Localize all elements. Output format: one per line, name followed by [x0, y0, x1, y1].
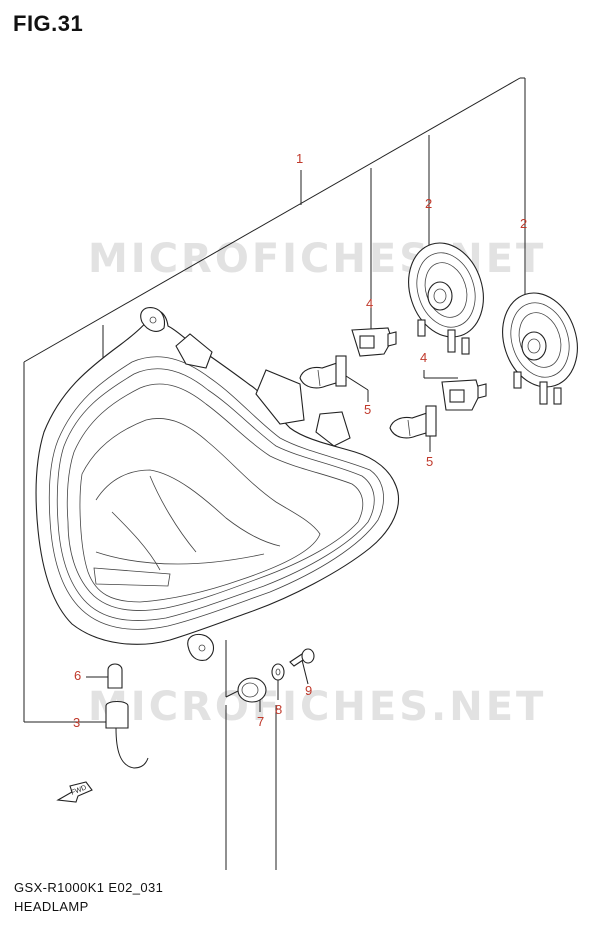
bulb-cover-upper [408, 242, 484, 355]
callout-6: 6 [74, 668, 81, 683]
callout-5-upper: 5 [364, 402, 371, 417]
socket-lower [441, 379, 487, 411]
callout-2-lower: 2 [520, 216, 527, 231]
callout-4-upper: 4 [366, 296, 373, 311]
forward-direction-arrow: FWD [56, 781, 93, 803]
callout-5-lower: 5 [426, 454, 433, 469]
callout-8: 8 [275, 702, 282, 717]
bulb-lower [389, 405, 437, 439]
socket-upper [351, 327, 397, 357]
callout-9: 9 [305, 683, 312, 698]
screw [289, 648, 315, 667]
headlamp-housing [35, 307, 400, 661]
model-code: GSX-R1000K1 E02_031 [14, 880, 164, 895]
callout-7: 7 [257, 714, 264, 729]
callout-2-upper: 2 [425, 196, 432, 211]
callout-3: 3 [73, 715, 80, 730]
bulb-upper [299, 355, 347, 389]
grommet [237, 677, 267, 703]
position-bulb [107, 663, 123, 689]
position-lamp-socket [105, 700, 149, 769]
figure-title: FIG.31 [13, 11, 84, 36]
section-name: HEADLAMP [14, 899, 89, 914]
callout-1: 1 [296, 151, 303, 166]
callout-4-lower: 4 [420, 350, 427, 365]
callouts: 1 2 2 3 4 4 5 5 6 7 8 9 [73, 151, 527, 730]
watermark-bottom: MICROFICHES.NET [88, 684, 547, 730]
washer [271, 663, 285, 681]
bulb-cover-lower [502, 292, 578, 405]
